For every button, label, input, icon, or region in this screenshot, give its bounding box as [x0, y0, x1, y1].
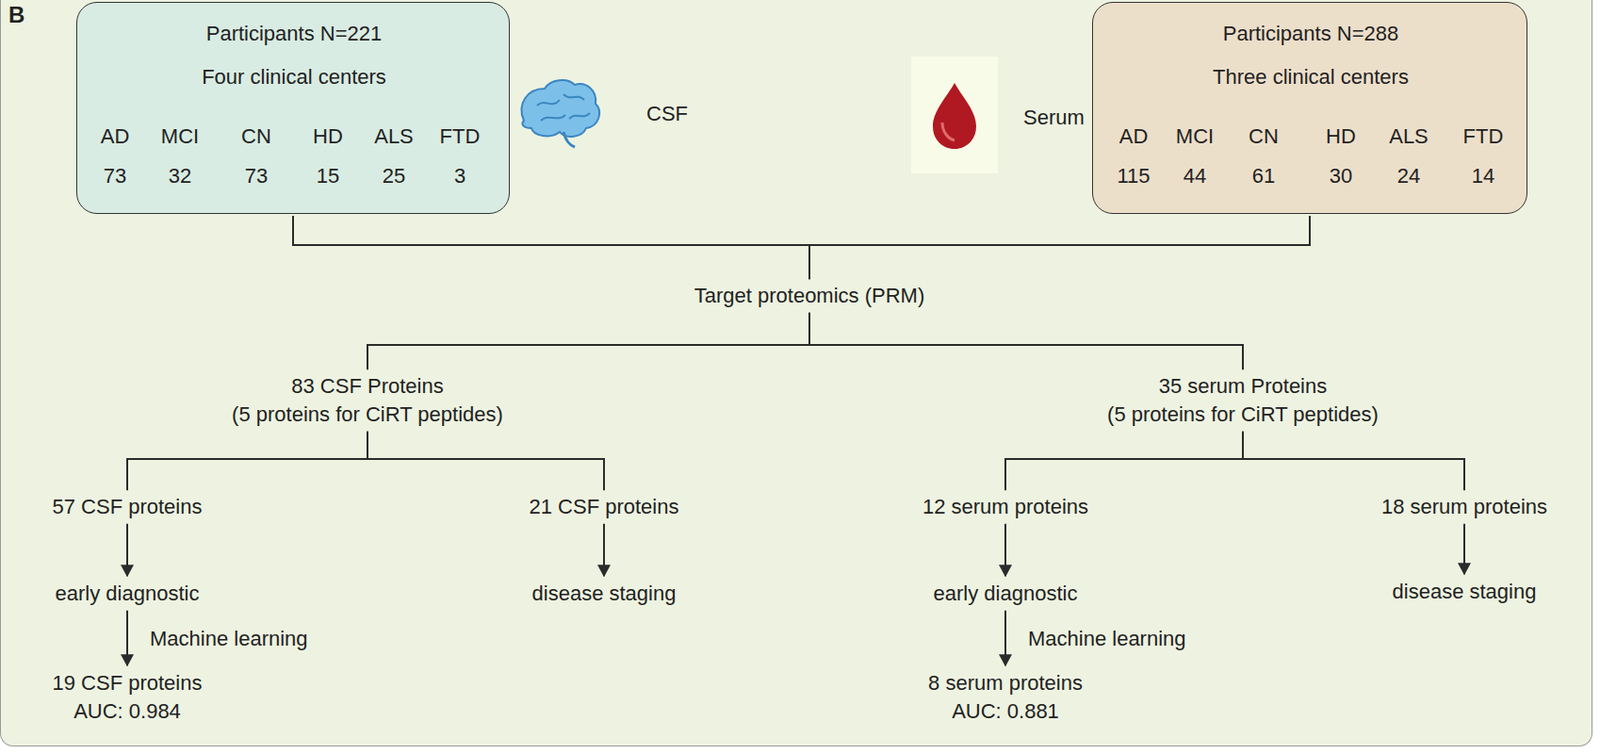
- box-heading: Participants N=221: [206, 19, 383, 49]
- step-line: 57 CSF proteins: [52, 492, 203, 522]
- table-cell: 73: [103, 162, 127, 191]
- step-line: 35 serum Proteins: [1107, 372, 1379, 401]
- step-line: 21 CSF proteins: [529, 492, 680, 522]
- connector-line: [127, 431, 368, 490]
- step-text: 21 CSF proteins: [525, 491, 684, 523]
- box-heading: Three clinical centers: [1212, 63, 1409, 92]
- panel-letter: B: [8, 1, 25, 29]
- table-cell: 44: [1183, 162, 1207, 191]
- step-text: Target proteomics (PRM): [690, 280, 930, 311]
- connector-line: [1005, 431, 1243, 490]
- connector-arrow: [120, 610, 134, 667]
- connector-arrow: [998, 523, 1013, 577]
- connector-arrow: [1457, 523, 1471, 575]
- step-line: (5 proteins for CiRT peptides): [1107, 400, 1379, 429]
- step-line: AUC: 0.881: [928, 697, 1083, 726]
- table-header: AD: [100, 122, 131, 151]
- table-cell: 30: [1329, 162, 1353, 191]
- table-header: FTD: [1463, 122, 1504, 151]
- connector-line: [809, 312, 1243, 370]
- table-cell: 14: [1471, 162, 1495, 191]
- blood-drop: [932, 82, 977, 149]
- step-text: 18 serum proteins: [1377, 491, 1552, 523]
- edge-label: Machine learning: [147, 626, 311, 652]
- cohort-box: Participants N=221Four clinical centersA…: [76, 1, 510, 214]
- table-cell: 73: [244, 162, 268, 191]
- table-cell: 3: [454, 162, 466, 191]
- connector-line: [367, 312, 810, 370]
- connector-line: [293, 215, 810, 279]
- table-header: CN: [241, 122, 272, 151]
- step-text: 19 CSF proteinsAUC: 0.984: [48, 668, 207, 726]
- step-line: early diagnostic: [55, 579, 200, 608]
- step-line: 19 CSF proteins: [52, 669, 203, 698]
- table-cell: 115: [1116, 162, 1150, 191]
- step-text: early diagnostic: [51, 578, 204, 609]
- step-text: 83 CSF Proteins(5 proteins for CiRT pept…: [228, 371, 507, 429]
- step-line: 18 serum proteins: [1381, 492, 1548, 522]
- drop-highlight: [942, 122, 955, 141]
- table-cell: 15: [316, 162, 340, 191]
- cohort-box: Participants N=288Three clinical centers…: [1092, 1, 1528, 214]
- table-header: MCI: [1175, 122, 1214, 151]
- table-header: ALS: [1388, 122, 1429, 151]
- table-cell: 32: [168, 162, 192, 191]
- table-cell: 61: [1252, 162, 1275, 191]
- step-line: (5 proteins for CiRT peptides): [231, 400, 504, 429]
- table-cell: 25: [382, 162, 406, 191]
- connector-line: [367, 431, 605, 490]
- connector-line: [1242, 431, 1465, 490]
- step-text: 12 serum proteins: [918, 491, 1093, 523]
- step-line: disease staging: [1392, 577, 1537, 606]
- table-cell: 24: [1397, 162, 1421, 191]
- step-line: Target proteomics (PRM): [694, 281, 926, 311]
- connector-arrow: [120, 523, 134, 577]
- edge-label: Machine learning: [1026, 626, 1189, 652]
- brain-icon: [521, 80, 600, 147]
- table-header: HD: [1325, 122, 1356, 151]
- step-line: 12 serum proteins: [922, 492, 1089, 522]
- table-header: FTD: [440, 122, 481, 151]
- step-line: 8 serum proteins: [928, 669, 1083, 698]
- step-text: 8 serum proteinsAUC: 0.881: [924, 668, 1087, 726]
- connector-line: [809, 215, 1310, 279]
- step-text: disease staging: [528, 578, 681, 609]
- table-header: MCI: [161, 122, 199, 151]
- step-line: 83 CSF Proteins: [231, 372, 504, 401]
- step-text: early diagnostic: [930, 578, 1082, 609]
- step-line: AUC: 0.984: [52, 697, 203, 726]
- icon-backdrop: [911, 56, 998, 174]
- sample-label: CSF: [646, 101, 688, 127]
- box-heading: Participants N=288: [1223, 19, 1400, 49]
- table-header: ALS: [374, 122, 414, 151]
- step-line: early diagnostic: [933, 579, 1078, 608]
- step-text: 35 serum Proteins(5 proteins for CiRT pe…: [1103, 371, 1383, 429]
- step-text: disease staging: [1388, 576, 1541, 607]
- connector-arrow: [998, 610, 1013, 667]
- sample-label: Serum: [1023, 105, 1085, 131]
- box-heading: Four clinical centers: [201, 63, 387, 92]
- table-header: CN: [1248, 122, 1279, 151]
- connector-arrow: [597, 523, 611, 577]
- table-header: AD: [1119, 122, 1149, 151]
- step-text: 57 CSF proteins: [48, 491, 207, 523]
- table-header: HD: [312, 122, 343, 151]
- step-line: disease staging: [532, 579, 677, 608]
